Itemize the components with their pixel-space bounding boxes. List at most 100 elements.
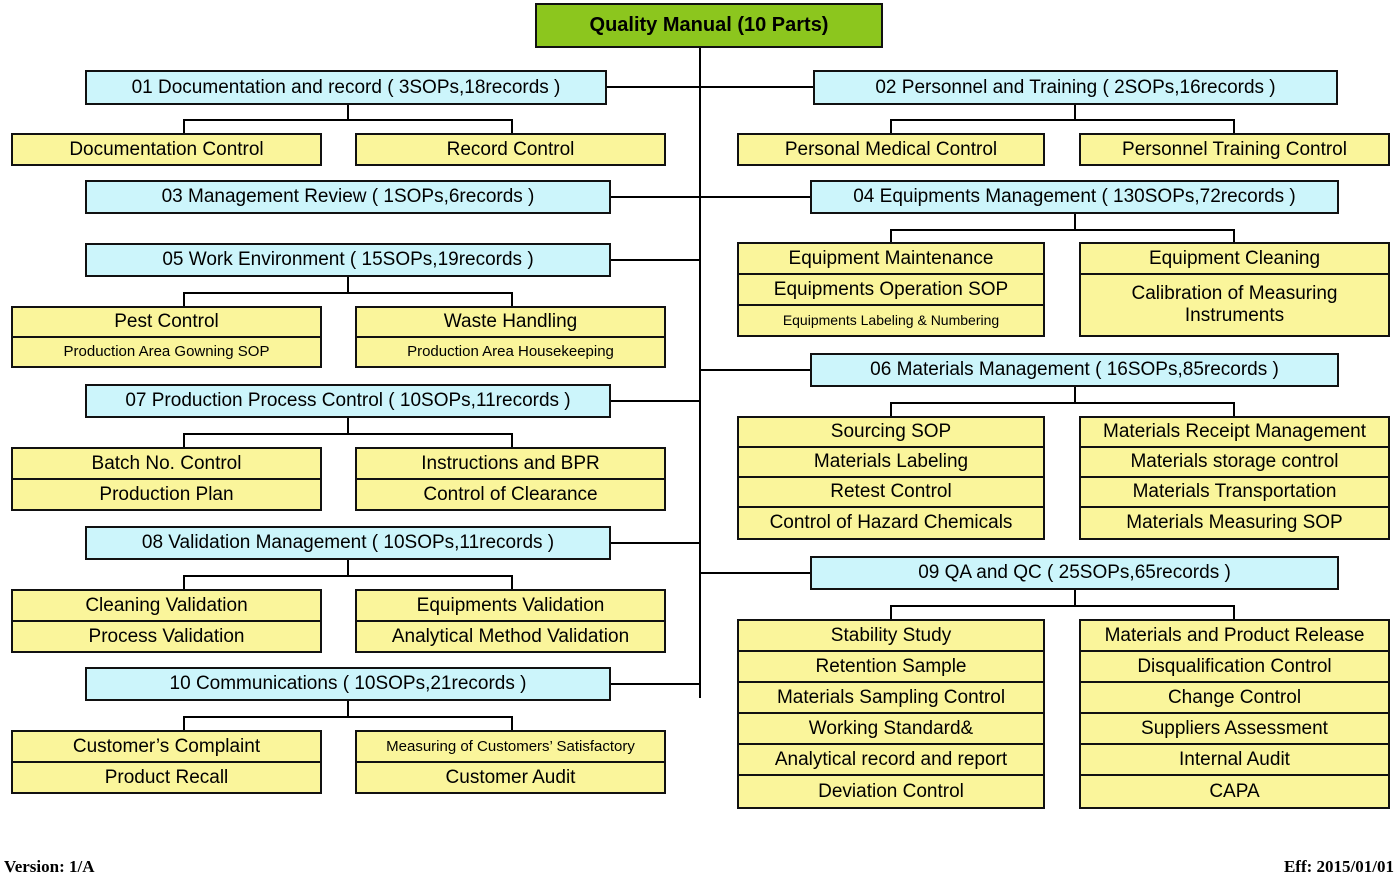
- section-04-right-group[interactable]: Equipment Cleaning Calibration of Measur…: [1079, 242, 1390, 337]
- list-item[interactable]: Process Validation: [88, 625, 245, 647]
- list-item[interactable]: Personal Medical Control: [784, 138, 998, 160]
- list-item[interactable]: Sourcing SOP: [739, 418, 1043, 448]
- section-header-04-label: 04 Equipments Management ( 130SOPs,72rec…: [853, 186, 1296, 208]
- list-item[interactable]: Materials Transportation: [1081, 478, 1388, 508]
- section-05-left-group[interactable]: Pest Control Production Area Gowning SOP: [11, 306, 322, 368]
- section-01-left-group[interactable]: Documentation Control: [11, 133, 322, 166]
- branch-line-04: [699, 196, 811, 198]
- section-header-08[interactable]: 08 Validation Management ( 10SOPs,11reco…: [85, 526, 611, 560]
- trunk-line: [699, 48, 701, 698]
- list-item[interactable]: Calibration of Measuring Instruments: [1131, 283, 1338, 326]
- footer-effective-date: Eff: 2015/01/01: [1283, 857, 1394, 876]
- section-08-left-group[interactable]: Cleaning Validation Process Validation: [11, 589, 322, 653]
- list-item[interactable]: Materials Measuring SOP: [1126, 512, 1343, 534]
- list-item[interactable]: Pest Control: [13, 308, 320, 338]
- list-item[interactable]: Instructions and BPR: [357, 449, 664, 480]
- list-item[interactable]: Working Standard&: [739, 714, 1043, 745]
- list-item[interactable]: Analytical Method Validation: [391, 625, 630, 647]
- list-item[interactable]: Customer’s Complaint: [13, 732, 320, 763]
- list-item[interactable]: Materials Sampling Control: [739, 683, 1043, 714]
- list-item[interactable]: Control of Hazard Chemicals: [769, 512, 1013, 534]
- list-item[interactable]: Equipments Operation SOP: [739, 275, 1043, 306]
- section-header-03[interactable]: 03 Management Review ( 1SOPs,6records ): [85, 180, 611, 214]
- list-item[interactable]: Equipments Validation: [357, 591, 664, 622]
- section-header-01[interactable]: 01 Documentation and record ( 3SOPs,18re…: [85, 70, 607, 105]
- fork-stem-07: [347, 418, 349, 435]
- section-06-left-group[interactable]: Sourcing SOP Materials Labeling Retest C…: [737, 416, 1045, 540]
- fork-drop-06-right: [1233, 402, 1235, 417]
- fork-stem-10: [347, 701, 349, 718]
- fork-drop-10-right: [511, 716, 513, 731]
- section-06-right-group[interactable]: Materials Receipt Management Materials s…: [1079, 416, 1390, 540]
- fork-drop-09-left: [890, 605, 892, 620]
- list-item[interactable]: Equipment Maintenance: [739, 244, 1043, 275]
- list-item[interactable]: Control of Clearance: [423, 483, 598, 505]
- footer-version: Version: 1/A: [4, 857, 95, 876]
- list-item[interactable]: Materials and Product Release: [1081, 621, 1388, 652]
- fork-drop-05-left: [183, 292, 185, 307]
- section-header-02[interactable]: 02 Personnel and Training ( 2SOPs,16reco…: [813, 70, 1338, 105]
- fork-drop-04-right: [1233, 229, 1235, 244]
- section-10-right-group[interactable]: Measuring of Customers’ Satisfactory Cus…: [355, 730, 666, 794]
- list-item[interactable]: Disqualification Control: [1081, 652, 1388, 683]
- list-item[interactable]: Materials storage control: [1081, 448, 1388, 478]
- section-07-right-group[interactable]: Instructions and BPR Control of Clearanc…: [355, 447, 666, 511]
- section-01-right-group[interactable]: Record Control: [355, 133, 666, 166]
- section-header-09[interactable]: 09 QA and QC ( 25SOPs,65records ): [810, 556, 1339, 590]
- list-item[interactable]: Measuring of Customers’ Satisfactory: [357, 732, 664, 763]
- list-item[interactable]: CAPA: [1209, 780, 1260, 802]
- list-item[interactable]: Waste Handling: [357, 308, 664, 338]
- list-item[interactable]: Customer Audit: [445, 766, 576, 788]
- section-07-left-group[interactable]: Batch No. Control Production Plan: [11, 447, 322, 511]
- list-item[interactable]: Documentation Control: [69, 138, 264, 160]
- list-item[interactable]: Change Control: [1081, 683, 1388, 714]
- list-item[interactable]: Suppliers Assessment: [1081, 714, 1388, 745]
- list-item[interactable]: Personnel Training Control: [1122, 138, 1347, 160]
- section-10-left-group[interactable]: Customer’s Complaint Product Recall: [11, 730, 322, 794]
- list-item[interactable]: Retention Sample: [739, 652, 1043, 683]
- list-item[interactable]: Deviation Control: [818, 780, 964, 802]
- branch-line-05: [610, 259, 701, 261]
- list-item[interactable]: Internal Audit: [1081, 745, 1388, 776]
- fork-bar-10: [183, 716, 513, 718]
- list-item[interactable]: Stability Study: [739, 621, 1043, 652]
- root-title-box[interactable]: Quality Manual (10 Parts): [535, 3, 883, 48]
- fork-bar-02: [890, 119, 1235, 121]
- list-item[interactable]: Equipment Cleaning: [1081, 244, 1388, 275]
- list-item[interactable]: Production Area Housekeeping: [407, 343, 614, 361]
- section-header-07[interactable]: 07 Production Process Control ( 10SOPs,1…: [85, 384, 611, 418]
- list-item[interactable]: Materials Receipt Management: [1081, 418, 1388, 448]
- section-08-right-group[interactable]: Equipments Validation Analytical Method …: [355, 589, 666, 653]
- section-header-01-label: 01 Documentation and record ( 3SOPs,18re…: [131, 76, 561, 98]
- section-header-05[interactable]: 05 Work Environment ( 15SOPs,19records ): [85, 243, 611, 277]
- list-item[interactable]: Record Control: [446, 138, 575, 160]
- list-item[interactable]: Production Plan: [99, 483, 234, 505]
- section-header-10[interactable]: 10 Communications ( 10SOPs,21records ): [85, 667, 611, 701]
- section-05-right-group[interactable]: Waste Handling Production Area Housekeep…: [355, 306, 666, 368]
- list-item[interactable]: Cleaning Validation: [13, 591, 320, 622]
- section-02-right-group[interactable]: Personnel Training Control: [1079, 133, 1390, 166]
- list-item[interactable]: Batch No. Control: [13, 449, 320, 480]
- section-04-left-group[interactable]: Equipment Maintenance Equipments Operati…: [737, 242, 1045, 337]
- list-item[interactable]: Product Recall: [104, 766, 229, 788]
- fork-drop-08-left: [183, 575, 185, 590]
- section-header-06[interactable]: 06 Materials Management ( 16SOPs,85recor…: [810, 353, 1339, 387]
- list-item[interactable]: Equipments Labeling & Numbering: [782, 312, 1000, 329]
- fork-bar-07: [183, 433, 513, 435]
- list-item[interactable]: Production Area Gowning SOP: [63, 343, 270, 361]
- section-header-06-label: 06 Materials Management ( 16SOPs,85recor…: [870, 359, 1279, 381]
- root-title-label: Quality Manual (10 Parts): [589, 14, 829, 36]
- section-09-right-group[interactable]: Materials and Product Release Disqualifi…: [1079, 619, 1390, 809]
- list-item[interactable]: Retest Control: [739, 478, 1043, 508]
- section-header-04[interactable]: 04 Equipments Management ( 130SOPs,72rec…: [810, 180, 1339, 214]
- fork-drop-07-right: [511, 433, 513, 448]
- section-header-10-label: 10 Communications ( 10SOPs,21records ): [169, 673, 527, 695]
- section-09-left-group[interactable]: Stability Study Retention Sample Materia…: [737, 619, 1045, 809]
- list-item[interactable]: Materials Labeling: [739, 448, 1043, 478]
- branch-line-09: [699, 572, 811, 574]
- list-item[interactable]: Analytical record and report: [739, 745, 1043, 776]
- section-02-left-group[interactable]: Personal Medical Control: [737, 133, 1045, 166]
- fork-drop-10-left: [183, 716, 185, 731]
- fork-stem-01: [347, 104, 349, 121]
